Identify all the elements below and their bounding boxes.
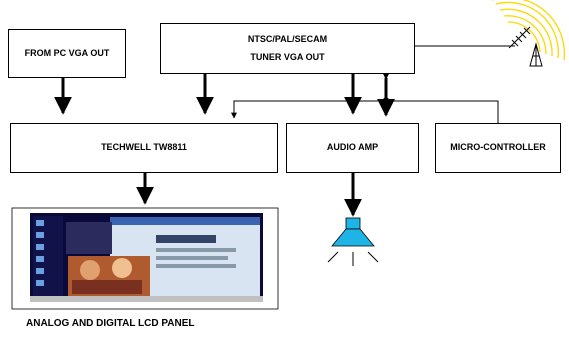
tuner-label-line1: NTSC/PAL/SECAM bbox=[247, 34, 328, 45]
audio-amp-block: AUDIO AMP bbox=[286, 123, 419, 173]
antenna-icon bbox=[492, 0, 566, 67]
control-bus bbox=[231, 100, 499, 123]
lcd-panel-caption: ANALOG AND DIGITAL LCD PANEL bbox=[26, 318, 195, 329]
tuner-label-line2: TUNER VGA OUT bbox=[250, 51, 325, 62]
micro-controller-block: MICRO-CONTROLLER bbox=[435, 123, 561, 173]
techwell-label: TECHWELL TW8811 bbox=[101, 142, 187, 153]
bus-junction bbox=[382, 97, 390, 105]
lcd-panel-image bbox=[11, 207, 279, 310]
tuner-block: NTSC/PAL/SECAM TUNER VGA OUT bbox=[160, 23, 415, 74]
from-pc-vga-out-block: FROM PC VGA OUT bbox=[8, 29, 126, 78]
speaker-icon bbox=[327, 217, 379, 266]
connector-lines bbox=[54, 61, 395, 217]
micro-controller-label: MICRO-CONTROLLER bbox=[450, 142, 546, 153]
techwell-block: TECHWELL TW8811 bbox=[10, 123, 278, 173]
audio-amp-label: AUDIO AMP bbox=[326, 142, 379, 153]
from-pc-vga-out-label: FROM PC VGA OUT bbox=[24, 47, 110, 58]
